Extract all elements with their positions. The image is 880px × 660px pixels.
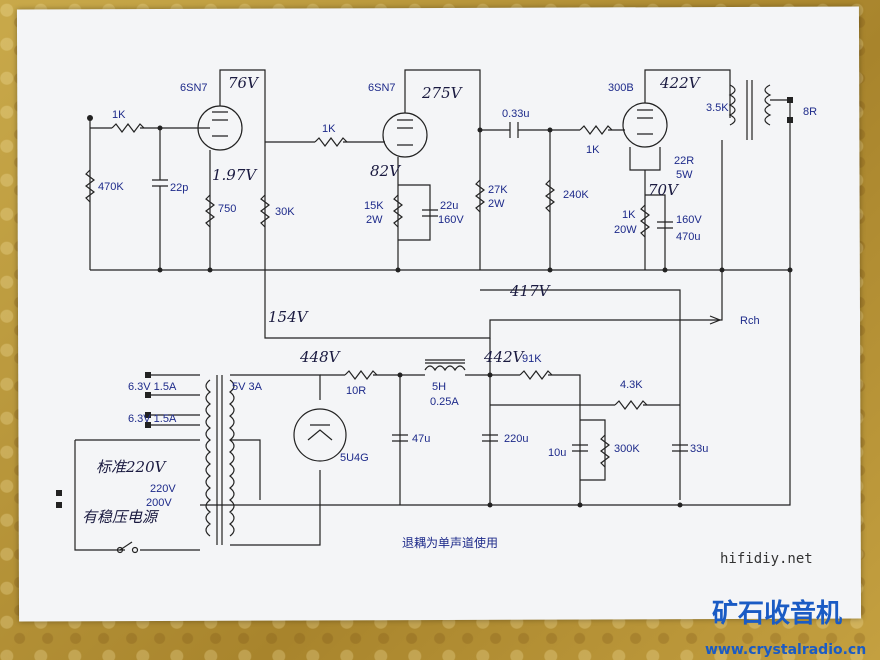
label-c-47u: 47u <box>412 433 430 445</box>
label-pt-5v: 5V 3A <box>232 381 263 393</box>
v2-type: 6SN7 <box>368 82 396 94</box>
label-r-1k-b: 1K <box>322 123 336 135</box>
label-r-750: 750 <box>218 203 236 215</box>
label-ot-primary: 3.5K <box>706 102 729 114</box>
label-pt-220: 220V <box>150 483 176 495</box>
label-pt-63a: 6.3V 1.5A <box>128 381 177 393</box>
r-300k <box>600 434 610 468</box>
c-033u <box>480 122 580 138</box>
mains-box <box>74 439 200 551</box>
c-33u <box>672 444 688 452</box>
label-c-220u: 220u <box>504 433 528 445</box>
label-choke-l: 5H <box>432 381 446 393</box>
v3-type: 300B <box>608 82 634 94</box>
c-10u <box>572 444 588 452</box>
label-c-10u: 10u <box>548 447 566 459</box>
label-r-43k: 4.3K <box>620 379 643 391</box>
pt-primary <box>205 379 211 537</box>
r-750 <box>205 194 215 228</box>
pt-core <box>216 375 223 545</box>
mains-note-2: 有稳压电源 <box>82 508 160 526</box>
label-r-22r-w: 5W <box>676 169 693 181</box>
r-grid-leak <box>85 169 95 203</box>
v1-cathode-voltage: 1.97V <box>212 166 258 184</box>
label-r-grid-leak: 470K <box>98 181 124 193</box>
v3-cathode-voltage: 70V <box>648 181 680 199</box>
mains-note-1: 标准220V <box>96 458 168 476</box>
r-input <box>111 123 145 133</box>
logo-text: 矿石收音机 <box>712 598 842 629</box>
label-r-91k: 91K <box>522 353 542 365</box>
label-r-1k-c: 1K <box>586 144 600 156</box>
label-pt-200: 200V <box>146 497 172 509</box>
bplus-154: 154V <box>268 308 310 326</box>
label-pt-63b: 6.3V 1.5A <box>128 413 177 425</box>
label-r-300k: 300K <box>614 443 640 455</box>
bplus-417: 417V <box>509 282 552 300</box>
ot-core <box>746 80 753 140</box>
label-c-33u: 33u <box>690 443 708 455</box>
label-c-470u-v: 160V <box>676 214 702 226</box>
label-r-10r: 10R <box>346 385 366 397</box>
c-22u <box>422 209 438 217</box>
r-91k <box>519 370 553 380</box>
rect-out-voltage: 448V <box>299 348 342 366</box>
v1-type: 6SN7 <box>180 82 208 94</box>
r-30k <box>260 194 270 228</box>
tube-rect <box>293 408 347 462</box>
logo-url: www.crystalradio.cn <box>705 642 866 658</box>
label-ot-secondary: 8R <box>803 106 817 118</box>
label-c-470u: 470u <box>676 231 700 243</box>
r-1k-b <box>314 137 348 147</box>
pt-secondary <box>229 379 235 537</box>
label-r-27k: 27K <box>488 184 508 196</box>
c-470u <box>657 221 673 229</box>
label-c-22u-v: 160V <box>438 214 464 226</box>
ot-primary <box>728 84 736 126</box>
label-r-30k: 30K <box>275 206 295 218</box>
label-r-1k-d-w: 20W <box>614 224 637 236</box>
v2-cathode-voltage: 82V <box>370 162 402 180</box>
v1-plate-voltage: 76V <box>228 74 260 92</box>
label-r-15k: 15K <box>364 200 384 212</box>
label-r-22r: 22R <box>674 155 694 167</box>
caption: 退耦为单声道使用 <box>402 535 498 550</box>
label-c-22p: 22p <box>170 182 188 194</box>
r-43k <box>614 400 648 410</box>
v3-plate-voltage: 422V <box>659 74 702 92</box>
c-220u <box>482 434 498 442</box>
rect-type: 5U4G <box>340 452 369 464</box>
site-watermark: hifidiy.net <box>720 551 813 567</box>
label-r-in: 1K <box>112 109 126 121</box>
choke-out-voltage: 442V <box>483 348 526 366</box>
label-c-033u: 0.33u <box>502 108 530 120</box>
c-22p <box>152 128 168 270</box>
label-rch: Rch <box>740 315 760 327</box>
label-r-240k: 240K <box>563 189 589 201</box>
choke <box>424 365 466 372</box>
label-r-15k-w: 2W <box>366 214 383 226</box>
v2-plate-voltage: 275V <box>421 84 464 102</box>
r-240k <box>545 179 555 213</box>
label-choke-i: 0.25A <box>430 396 459 408</box>
r-10r <box>344 370 378 380</box>
ot-secondary <box>764 84 772 126</box>
r-15k <box>393 194 403 228</box>
label-c-22u: 22u <box>440 200 458 212</box>
label-r-1k-d: 1K <box>622 209 636 221</box>
c-47u <box>392 434 408 442</box>
r-27k <box>475 179 485 213</box>
label-r-27k-w: 2W <box>488 198 505 210</box>
r-1k-c <box>579 125 613 135</box>
r-1k-d <box>640 204 650 238</box>
